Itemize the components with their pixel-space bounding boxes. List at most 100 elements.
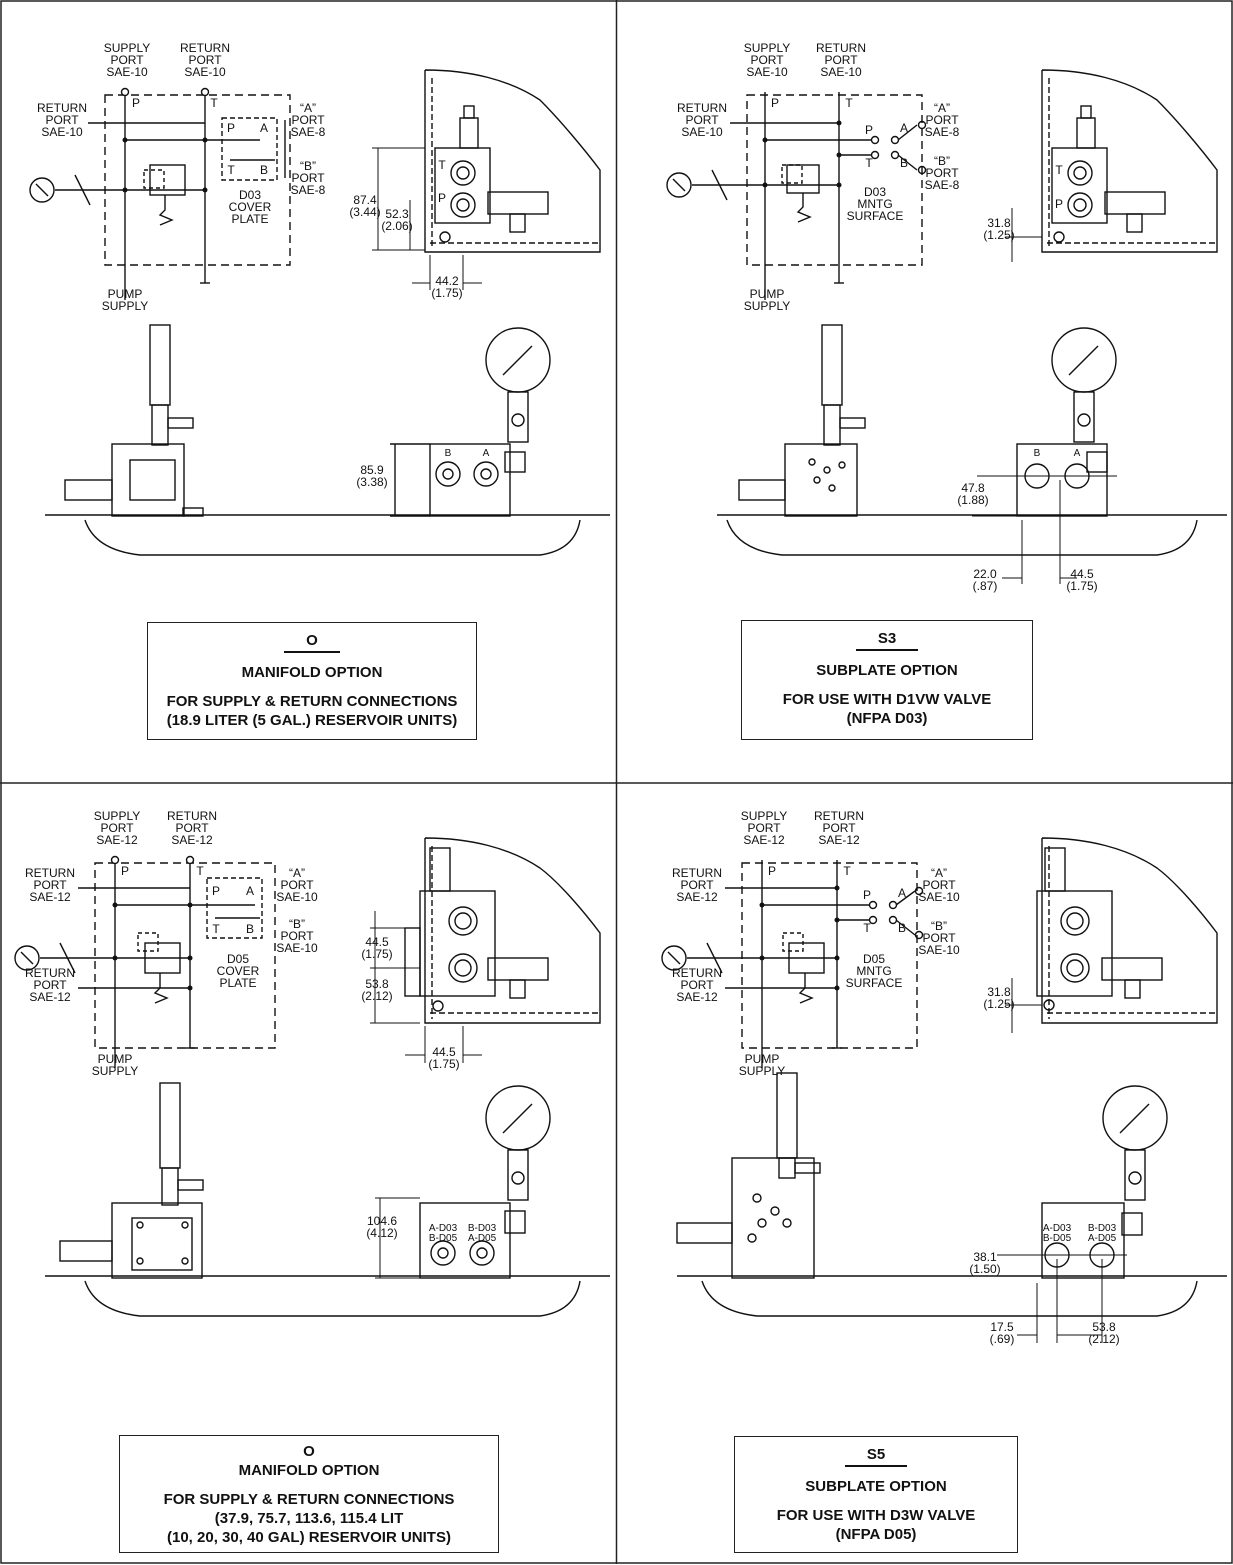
dim-17-5: 17.5(.69) xyxy=(990,1320,1015,1346)
p-marker: P xyxy=(121,864,129,878)
option-name: SUBPLATE OPTION xyxy=(816,662,958,679)
front-view xyxy=(1016,327,1117,517)
dim-53-8: 53.8(2.12) xyxy=(1088,1320,1119,1346)
option-desc-1: FOR USE WITH D3W VALVE xyxy=(776,1507,976,1524)
dim-38-1: 38.1(1.50) xyxy=(969,1250,1000,1276)
t-valve-marker: T xyxy=(212,922,220,936)
b-valve-marker: B xyxy=(246,922,254,936)
a-valve-marker: A xyxy=(260,121,268,135)
dim-52-3: 52.3(2.06) xyxy=(381,207,412,233)
schematic-junctions xyxy=(122,137,208,193)
side-p-label: P xyxy=(438,191,446,205)
t-marker: T xyxy=(843,864,851,878)
schematic xyxy=(29,87,291,300)
dim-104-6: 104.6(4.12) xyxy=(366,1214,397,1240)
p-marker: P xyxy=(771,96,779,110)
b-valve-marker: B xyxy=(900,156,908,170)
dim-31-8: 31.8(1.25) xyxy=(983,985,1014,1011)
p-valve-marker: P xyxy=(227,121,235,135)
caption-box: O MANIFOLD OPTION FOR SUPPLY & RETURN CO… xyxy=(147,622,477,740)
a-valve-marker: A xyxy=(898,886,906,900)
dim-22-0: 22.0(.87) xyxy=(973,567,998,593)
option-desc-2: (NFPA D03) xyxy=(846,710,928,727)
dim-31-8: 31.8(1.25) xyxy=(983,216,1014,242)
front-a-label: A xyxy=(1074,448,1081,459)
side-view xyxy=(1036,837,1218,1024)
front-view xyxy=(1041,1085,1168,1279)
caption-box-manifold-large: O MANIFOLD OPTION FOR SUPPLY & RETURN CO… xyxy=(119,1435,499,1553)
side-t-label: T xyxy=(1055,163,1063,177)
p-valve-marker: P xyxy=(212,884,220,898)
dim-47-8: 47.8(1.88) xyxy=(957,481,988,507)
side-t-label: T xyxy=(438,158,446,172)
t-valve-marker: T xyxy=(865,156,873,170)
dim-44-5-bottom: 44.5(1.75) xyxy=(428,1045,459,1071)
option-code: S3 xyxy=(855,629,919,651)
schematic xyxy=(14,855,276,1068)
side-view-dims xyxy=(372,147,482,290)
dim-44-5: 44.5(1.75) xyxy=(361,935,392,961)
option-desc-2: (37.9, 75.7, 113.6, 115.4 LIT xyxy=(214,1510,404,1527)
dim-87-4: 87.4(3.44) xyxy=(349,193,380,219)
option-code: O xyxy=(303,1443,315,1460)
side-p-label: P xyxy=(1055,197,1063,211)
option-desc-2: (18.9 LITER (5 GAL.) RESERVOIR UNITS) xyxy=(166,712,458,729)
front-b-label: B xyxy=(1034,448,1041,459)
option-desc-1: FOR SUPPLY & RETURN CONNECTIONS xyxy=(166,693,458,710)
front-a-label: A xyxy=(483,448,490,459)
front-view xyxy=(419,1085,551,1279)
side-view xyxy=(404,837,601,1024)
option-desc-1: FOR SUPPLY & RETURN CONNECTIONS xyxy=(163,1491,455,1508)
a-valve-marker: A xyxy=(246,884,254,898)
side-view xyxy=(1041,69,1218,253)
dim-85-9: 85.9(3.38) xyxy=(356,463,387,489)
side-view xyxy=(424,69,601,253)
option-code: S5 xyxy=(844,1445,908,1467)
caption-box: S3 SUBPLATE OPTION FOR USE WITH D1VW VAL… xyxy=(741,620,1033,740)
option-desc-2: (NFPA D05) xyxy=(835,1526,917,1543)
option-desc-1: FOR USE WITH D1VW VALVE xyxy=(782,691,992,708)
t-marker: T xyxy=(210,96,218,110)
front-b-label: B xyxy=(445,448,452,459)
option-name: SUBPLATE OPTION xyxy=(805,1478,947,1495)
p-valve-marker: P xyxy=(865,123,873,137)
t-marker: T xyxy=(845,96,853,110)
t-valve-marker: T xyxy=(227,163,235,177)
a-valve-marker: A xyxy=(900,121,908,135)
front-view xyxy=(390,327,551,517)
option-name: MANIFOLD OPTION xyxy=(238,1462,380,1479)
option-desc-3: (10, 20, 30, 40 GAL) RESERVOIR UNITS) xyxy=(167,1529,451,1546)
option-name: MANIFOLD OPTION xyxy=(241,664,383,681)
